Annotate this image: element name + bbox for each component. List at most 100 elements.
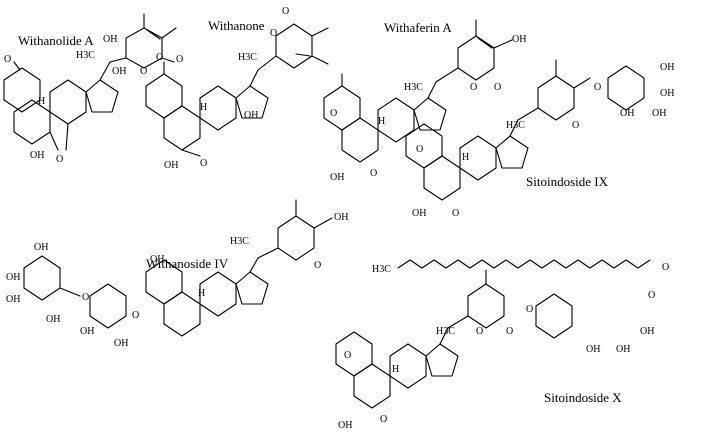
ring-d bbox=[85, 79, 119, 113]
atom-label: OH bbox=[114, 338, 128, 349]
ring-d bbox=[495, 135, 529, 169]
ring-b bbox=[163, 291, 201, 337]
compound-withaferin-a: Withaferin A OH O O H3C O OH O H bbox=[323, 19, 526, 183]
atom-label: O bbox=[380, 414, 387, 425]
atom-label: OH bbox=[616, 344, 630, 355]
atom-label: O bbox=[416, 144, 423, 155]
atom-label: H bbox=[392, 364, 399, 375]
atom-label: H bbox=[462, 152, 469, 163]
ring-a bbox=[405, 123, 443, 169]
sugar-ring bbox=[535, 293, 573, 339]
compound-sitoindoside-x: Sitoindoside X H3C O O O OH OH OH O O H3… bbox=[335, 259, 669, 431]
atom-label: OH bbox=[334, 212, 348, 223]
atom-label: OH bbox=[338, 420, 352, 431]
ring-b bbox=[353, 363, 391, 409]
compound-withanolide-a: Withanolide A O O OH H3C OH O H OH O bbox=[3, 13, 183, 165]
ring-c bbox=[49, 79, 87, 125]
atom-label: O bbox=[572, 120, 579, 131]
atom-label: OH bbox=[330, 172, 344, 183]
atom-label: O bbox=[476, 326, 483, 337]
atom-label: H3C bbox=[230, 236, 249, 247]
compound-withanoside-iv: Withanoside IV OH O H3C OH O O OH OH OH … bbox=[6, 199, 348, 349]
compound-name-sitoindoside-ix: Sitoindoside IX bbox=[526, 174, 609, 189]
atom-label: O bbox=[470, 82, 477, 93]
sugar-ring bbox=[607, 65, 645, 111]
atom-label: O bbox=[282, 6, 289, 17]
atom-label: OH bbox=[46, 314, 60, 325]
atom-label: O bbox=[4, 54, 11, 65]
ring-c bbox=[377, 97, 415, 143]
sugar-ring bbox=[89, 283, 127, 329]
atom-label: OH bbox=[620, 108, 634, 119]
atom-label: OH bbox=[6, 272, 20, 283]
ring-d bbox=[413, 97, 447, 131]
atom-label: O bbox=[156, 52, 163, 63]
atom-label: O bbox=[506, 326, 513, 337]
atom-label: H3C bbox=[76, 50, 95, 61]
atom-label: O bbox=[344, 350, 351, 361]
atom-label: O bbox=[140, 66, 147, 77]
compound-name-withanone: Withanone bbox=[208, 18, 265, 33]
atom-label: OH bbox=[103, 34, 117, 45]
atom-label: H3C bbox=[372, 264, 391, 275]
lactone-ring bbox=[537, 75, 575, 121]
atom-label: OH bbox=[652, 108, 666, 119]
atom-label: H bbox=[198, 288, 205, 299]
lactone-ring bbox=[275, 23, 313, 69]
compound-name-withaferin-a: Withaferin A bbox=[384, 20, 452, 35]
atom-label: O bbox=[200, 158, 207, 169]
ring-a bbox=[323, 85, 361, 131]
sugar-ring bbox=[23, 255, 61, 301]
atom-label: O bbox=[370, 168, 377, 179]
atom-label: OH bbox=[660, 62, 674, 73]
atom-label: O bbox=[270, 28, 277, 39]
atom-label: H3C bbox=[238, 52, 257, 63]
compound-name-sitoindoside-x: Sitoindoside X bbox=[544, 390, 622, 405]
atom-label: OH bbox=[412, 208, 426, 219]
atom-label: H bbox=[200, 102, 207, 113]
atom-label: O bbox=[314, 260, 321, 271]
atom-label: H3C bbox=[436, 326, 455, 337]
atom-label: O bbox=[648, 290, 655, 301]
ring-c bbox=[199, 271, 237, 317]
ring-b bbox=[163, 105, 201, 151]
ring-d bbox=[235, 85, 269, 119]
atom-label: O bbox=[452, 208, 459, 219]
ring-a bbox=[3, 67, 41, 113]
lactone-ring bbox=[277, 215, 315, 261]
atom-label: O bbox=[526, 304, 533, 315]
atom-label: OH bbox=[660, 88, 674, 99]
atom-label: O bbox=[132, 310, 139, 321]
atom-label: OH bbox=[80, 326, 94, 337]
ring-b bbox=[341, 117, 379, 163]
atom-label: O bbox=[82, 292, 89, 303]
atom-label: OH bbox=[112, 66, 126, 77]
atom-label: H3C bbox=[404, 82, 423, 93]
atom-label: OH bbox=[164, 160, 178, 171]
fatty-acid-chain bbox=[397, 259, 651, 269]
atom-label: O bbox=[176, 54, 183, 65]
atom-label: O bbox=[662, 262, 669, 273]
ring-a bbox=[145, 73, 183, 119]
ring-a bbox=[145, 259, 183, 305]
atom-label: OH bbox=[150, 254, 164, 265]
compound-sitoindoside-ix: Sitoindoside IX O O OH OH OH OH H3C O OH… bbox=[405, 59, 674, 219]
ring-a bbox=[335, 331, 373, 377]
atom-label: O bbox=[330, 108, 337, 119]
ring-b bbox=[423, 155, 461, 201]
compound-name-withanoside-iv: Withanoside IV bbox=[146, 256, 229, 271]
ring-c bbox=[459, 135, 497, 181]
atom-label: OH bbox=[244, 110, 258, 121]
atom-label: OH bbox=[512, 34, 526, 45]
atom-label: OH bbox=[34, 242, 48, 253]
ring-d bbox=[425, 343, 459, 377]
atom-label: OH bbox=[640, 326, 654, 337]
atom-label: OH bbox=[6, 294, 20, 305]
atom-label: H bbox=[38, 96, 45, 107]
atom-label: O bbox=[594, 82, 601, 93]
ring-d bbox=[235, 271, 269, 305]
atom-label: O bbox=[56, 154, 63, 165]
compound-name-withanolide-a: Withanolide A bbox=[18, 33, 94, 48]
atom-label: OH bbox=[30, 150, 44, 161]
